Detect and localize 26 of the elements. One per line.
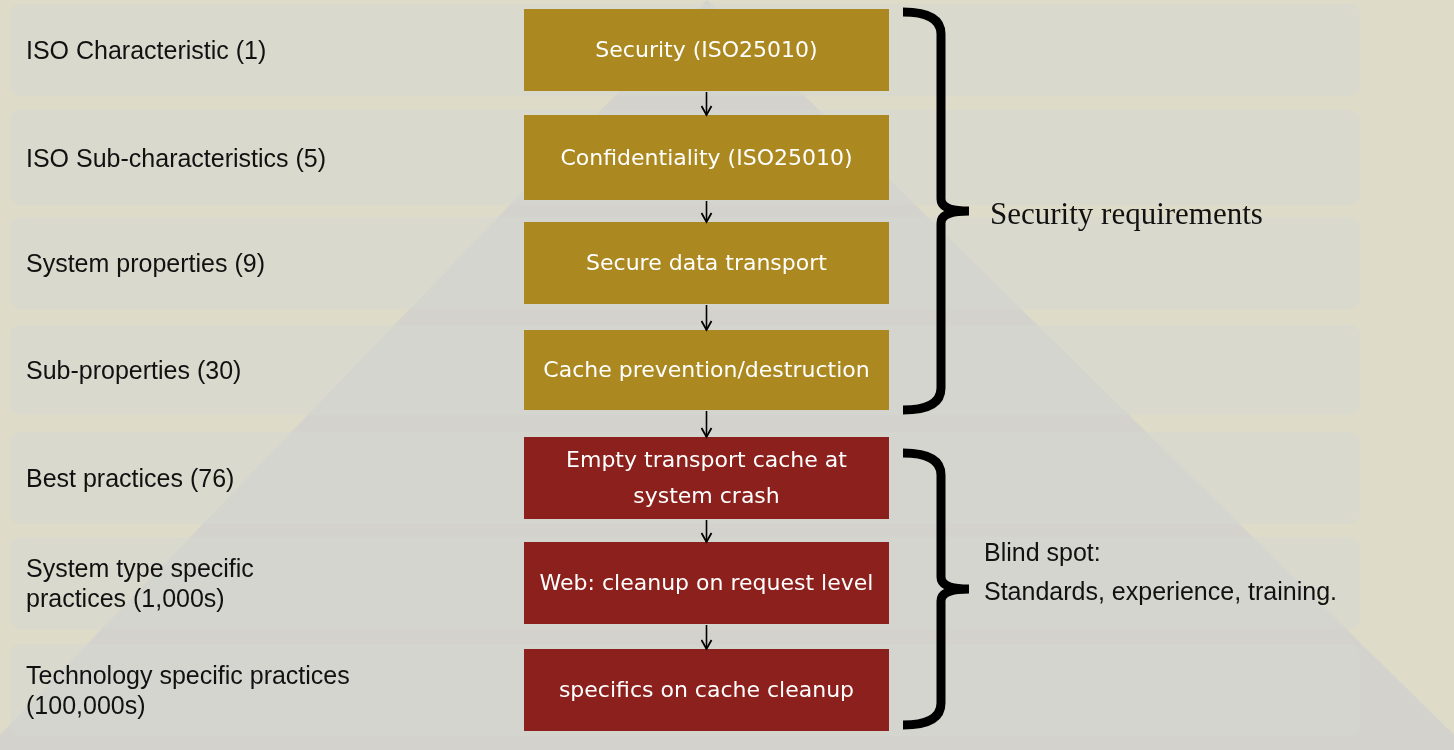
level-label: System type specific practices (1,000s) <box>26 553 255 613</box>
level-label: Sub-properties (30) <box>26 355 243 385</box>
requirement-box: Confidentiality (ISO25010) <box>524 115 889 200</box>
bracket-label: Security requirements <box>990 196 1263 232</box>
arrow <box>700 624 713 650</box>
level-band <box>10 110 1360 205</box>
note-text: Standards, experience, training. <box>984 577 1337 606</box>
level-label: ISO Characteristic (1) <box>26 35 268 65</box>
level-band <box>10 4 1360 96</box>
level-band <box>10 325 1360 415</box>
arrow <box>700 91 713 116</box>
arrow <box>700 410 713 438</box>
requirement-box: specifics on cache cleanup <box>524 649 889 731</box>
note-text: Blind spot: <box>984 538 1101 567</box>
level-label: ISO Sub-characteristics (5) <box>26 142 328 173</box>
level-label: Best practices (76) <box>26 463 236 493</box>
requirement-box: Web: cleanup on request level <box>524 542 889 624</box>
level-label: System properties (9) <box>26 248 266 278</box>
requirement-box: Empty transport cache at system crash <box>524 437 889 519</box>
arrow <box>700 200 713 223</box>
level-label: Technology specific practices (100,000s) <box>26 660 351 720</box>
arrow <box>700 519 713 543</box>
requirement-box: Secure data transport <box>524 222 889 304</box>
requirement-box: Cache prevention/destruction <box>524 330 889 410</box>
arrow <box>700 304 713 331</box>
requirement-box: Security (ISO25010) <box>524 9 889 91</box>
